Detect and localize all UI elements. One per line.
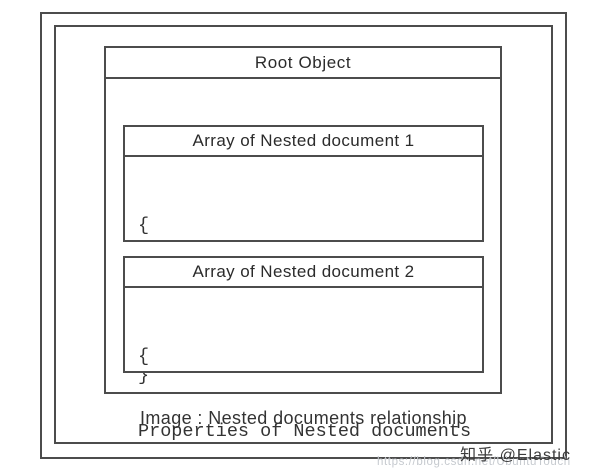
outer-frame <box>40 12 567 459</box>
nested-box-1-body-line-close-brace: } <box>138 365 150 386</box>
nested-box-2-header: Array of Nested document 2 <box>125 258 482 288</box>
watermark-url: https://blog.csdn.net/UbuntuTouch <box>377 456 571 468</box>
diagram-caption: Image : Nested documents relationship <box>140 408 467 428</box>
nested-box-2-body: { Properties of Nested documents } <box>125 288 482 475</box>
nested-box-2-body-line-properties: Properties of Nested documents <box>138 421 472 442</box>
nested-box-2: Array of Nested document 2 { Properties … <box>123 256 484 442</box>
watermark-brand: 知乎 @Elastic <box>460 447 571 464</box>
root-object-header: Root Object <box>106 48 500 79</box>
nested-box-2-body-line-open-brace: { <box>138 346 150 367</box>
inner-frame <box>54 25 553 444</box>
nested-box-1-body-line-open-brace: { <box>138 215 150 236</box>
nested-box-1-header: Array of Nested document 1 <box>125 127 482 157</box>
nested-box-1: Array of Nested document 1 { Properties … <box>123 125 484 386</box>
